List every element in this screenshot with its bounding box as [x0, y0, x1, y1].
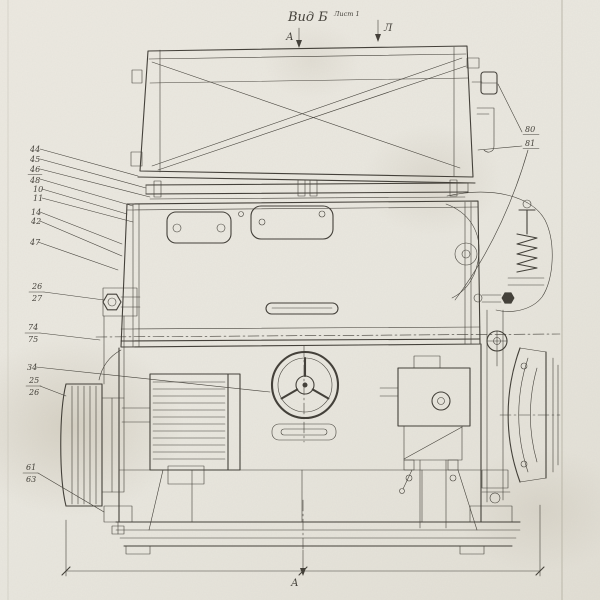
- paper-grain: [0, 0, 600, 600]
- engineering-drawing: Вид Б Лист 1 А Л А 44 45 46 48 10 11 14 …: [0, 0, 600, 600]
- drawing-sheet: Вид Б Лист 1 А Л А 44 45 46 48 10 11 14 …: [0, 0, 600, 600]
